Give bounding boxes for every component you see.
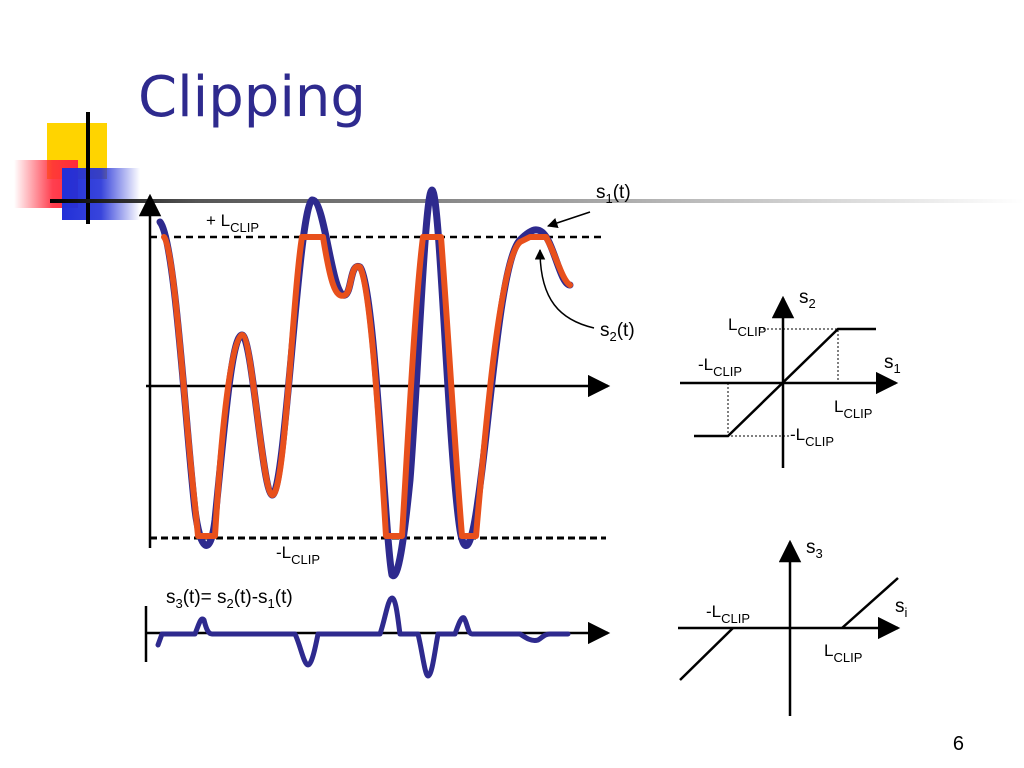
s1-label: s1(t) [596, 182, 631, 206]
slide-logo [14, 112, 1024, 224]
error-transfer-curve-neg [679, 627, 734, 681]
clipped-signal-s2 [161, 234, 573, 539]
s1-pointer-arrow [547, 211, 591, 228]
error-pos-level-label: LCLIP [824, 641, 862, 665]
logo-blue-square [62, 168, 140, 220]
error-neg-level-label: -LCLIP [706, 602, 750, 626]
clip-transfer-y-label: s2 [799, 287, 816, 311]
page-number: 6 [952, 733, 964, 755]
error-transfer-x-label: si [895, 596, 908, 620]
clip-neg-level-label: -LCLIP [698, 355, 742, 379]
error-transfer-y-label: s3 [806, 537, 823, 561]
original-signal-s1 [156, 186, 574, 580]
error-transfer-plot: s3 si -LCLIP LCLIP [678, 537, 908, 716]
clip-pos-level-label: LCLIP [728, 315, 766, 339]
clip-transfer-guides [727, 328, 839, 437]
main-signal-plot: + LCLIP -LCLIP s1(t) s2(t) [138, 182, 635, 580]
error-signal-s3 [155, 595, 571, 679]
s2-pointer-arrow [534, 248, 595, 329]
error-transfer-curve-pos [841, 577, 899, 629]
clip-transfer-x-label: s1 [884, 352, 901, 376]
lower-clip-label: -LCLIP [276, 543, 320, 567]
error-signal-plot: s3(t)= s2(t)-s1(t) [144, 587, 611, 679]
s2-label: s2(t) [600, 320, 635, 344]
error-equation-label: s3(t)= s2(t)-s1(t) [166, 587, 293, 611]
clip-neg-y-label: -LCLIP [790, 425, 834, 449]
clip-pos-x-label: LCLIP [834, 397, 872, 421]
upper-clip-label: + LCLIP [206, 211, 259, 235]
slide-title: Clipping [138, 65, 366, 130]
logo-vertical-rule [86, 112, 90, 224]
clip-transfer-plot: s2 s1 LCLIP -LCLIP LCLIP -LCLIP [680, 287, 901, 468]
title-horizontal-rule [50, 199, 1024, 203]
clip-transfer-curve [694, 327, 876, 438]
